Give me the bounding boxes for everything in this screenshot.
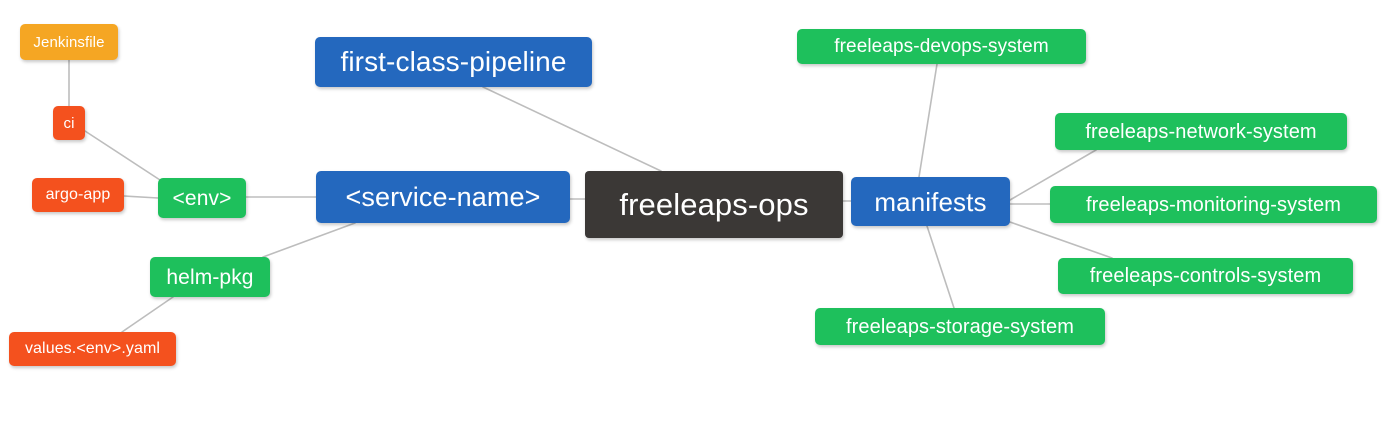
node-freeleaps-ops[interactable]: freeleaps-ops — [585, 171, 843, 238]
edge-valuesyaml-helmpkg — [121, 296, 174, 333]
node-freeleaps-devops-system[interactable]: freeleaps-devops-system — [797, 29, 1086, 64]
edge-argoapp-env — [123, 195, 159, 199]
node-argo-app[interactable]: argo-app — [32, 178, 124, 212]
edge-firstclass-ops — [482, 86, 662, 172]
node-helm-pkg[interactable]: helm-pkg — [150, 257, 270, 297]
edge-ci-env — [84, 130, 161, 181]
node-ci[interactable]: ci — [53, 106, 85, 140]
node-freeleaps-storage-system[interactable]: freeleaps-storage-system — [815, 308, 1105, 345]
node-manifests[interactable]: manifests — [851, 177, 1010, 226]
node-service-name[interactable]: <service-name> — [316, 171, 570, 223]
node-jenkinsfile[interactable]: Jenkinsfile — [20, 24, 118, 60]
node-freeleaps-network-system[interactable]: freeleaps-network-system — [1055, 113, 1347, 150]
edge-manifests-devops — [918, 63, 938, 178]
edge-manifests-storage — [926, 225, 955, 309]
node-values-yaml[interactable]: values.<env>.yaml — [9, 332, 176, 366]
node-first-class-pipeline[interactable]: first-class-pipeline — [315, 37, 592, 87]
node-freeleaps-monitoring-system[interactable]: freeleaps-monitoring-system — [1050, 186, 1377, 223]
edge-helmpkg-servicename — [262, 222, 356, 258]
edge-manifests-controls — [1009, 221, 1113, 259]
node-freeleaps-controls-system[interactable]: freeleaps-controls-system — [1058, 258, 1353, 294]
node-env[interactable]: <env> — [158, 178, 246, 218]
